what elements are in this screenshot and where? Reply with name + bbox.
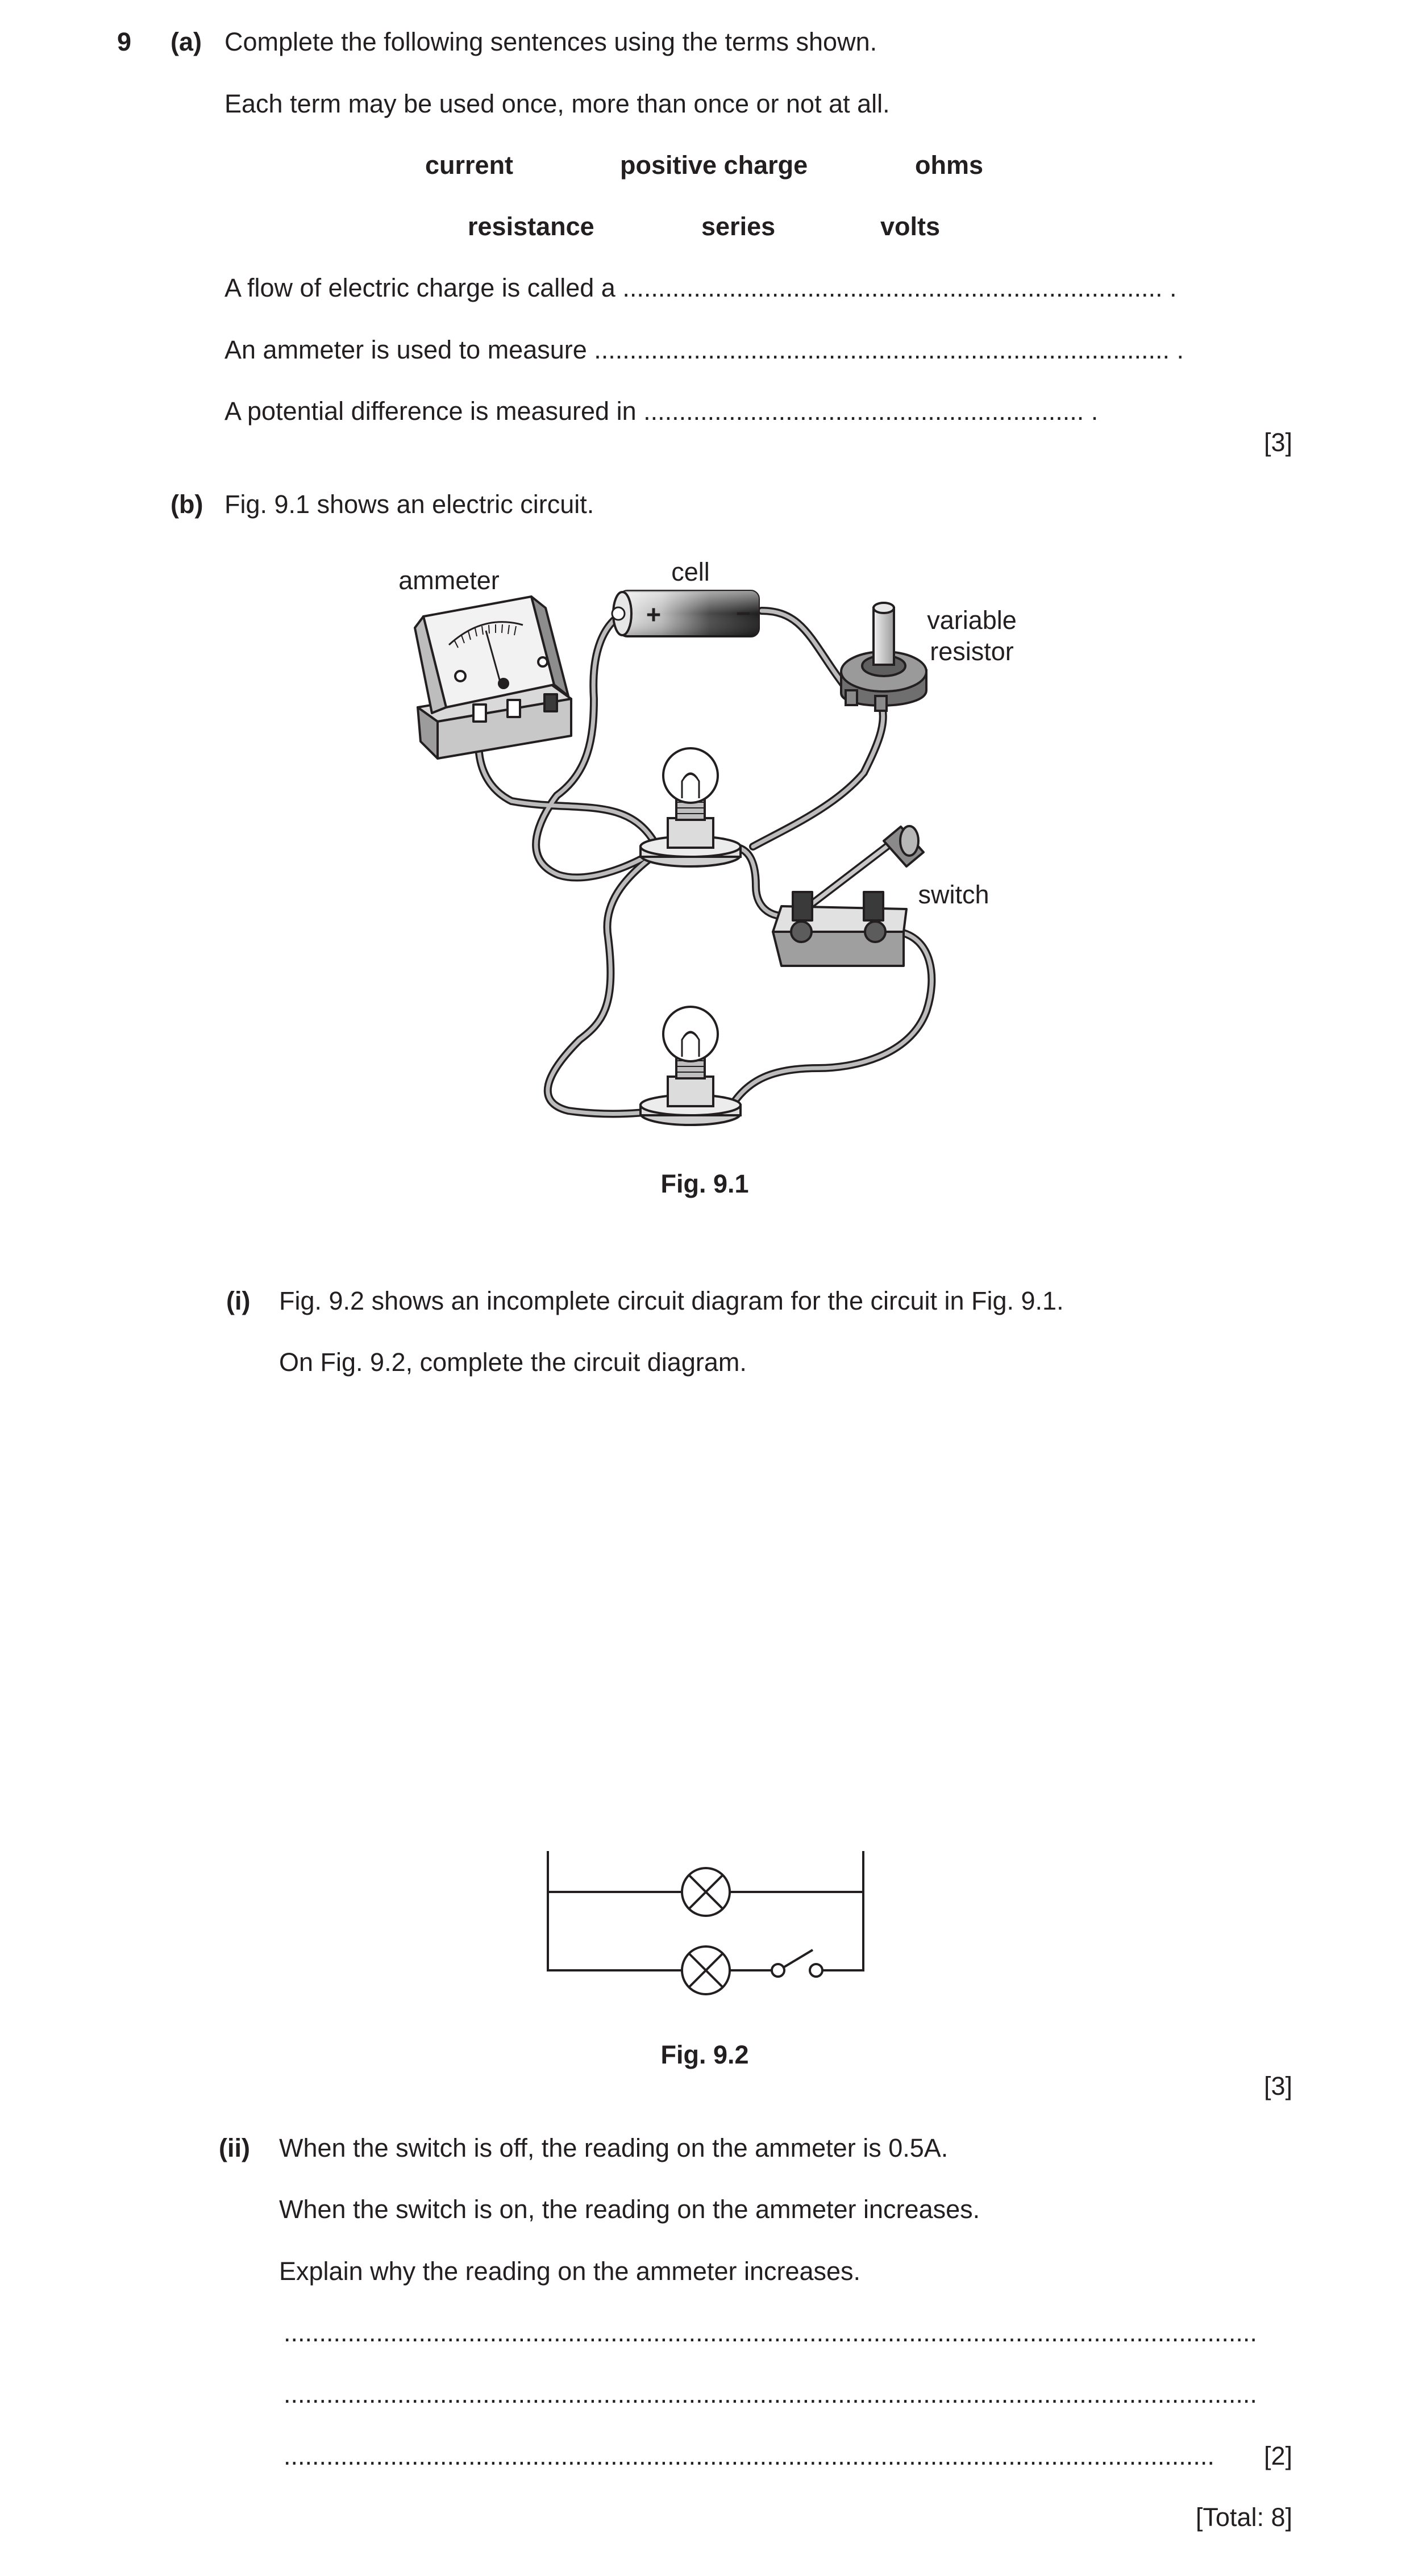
sub-ii-label: (ii) — [219, 2133, 250, 2162]
term-positive-charge: positive charge — [620, 151, 808, 180]
cell-plus-sign: + — [646, 600, 661, 629]
lamp-symbol-2 — [681, 1945, 731, 1995]
ammeter-label: ammeter — [398, 566, 500, 595]
term-current: current — [425, 151, 514, 180]
sub-i-line2: On Fig. 9.2, complete the circuit diagra… — [279, 1348, 747, 1377]
sub-ii-line3: Explain why the reading on the ammeter i… — [279, 2257, 861, 2286]
fig-9-1-caption: Fig. 9.1 — [660, 1169, 749, 1198]
answer-line-3[interactable]: ........................................… — [284, 2441, 1214, 2470]
sub-i-marks: [3] — [1263, 2071, 1292, 2100]
lamp-1-illustration — [639, 747, 742, 868]
term-series: series — [701, 212, 776, 241]
part-a-marks: [3] — [1263, 428, 1292, 457]
sub-ii-marks: [2] — [1263, 2441, 1292, 2470]
term-ohms: ohms — [915, 151, 984, 180]
sub-i-label: (i) — [226, 1286, 251, 1315]
answer-line-1[interactable]: ........................................… — [284, 2318, 1257, 2347]
answer-line-2[interactable]: ........................................… — [284, 2379, 1257, 2408]
fig-9-2-diagram — [547, 1851, 864, 1995]
switch-label: switch — [918, 880, 989, 909]
lamp-symbol-1 — [681, 1867, 731, 1917]
switch-symbol — [771, 1949, 823, 1978]
sub-ii-line2: When the switch is on, the reading on th… — [279, 2195, 980, 2224]
term-volts: volts — [880, 212, 941, 241]
part-a-instruction: Each term may be used once, more than on… — [224, 89, 890, 118]
variable-resistor-illustration — [840, 602, 927, 712]
sentence-2: An ammeter is used to measure ..........… — [224, 335, 1184, 364]
part-a-label: (a) — [170, 27, 202, 56]
part-b-label: (b) — [170, 490, 203, 519]
sentence-3: A potential difference is measured in ..… — [224, 397, 1099, 426]
part-a-intro: Complete the following sentences using t… — [224, 27, 877, 56]
fig-9-1-circuit-illustration: + − — [398, 557, 1017, 1126]
sub-ii-line1: When the switch is off, the reading on t… — [279, 2133, 949, 2162]
part-b-intro: Fig. 9.1 shows an electric circuit. — [224, 490, 594, 519]
cell-illustration: + − — [611, 590, 760, 637]
switch-illustration — [772, 825, 925, 967]
fig-9-2-caption: Fig. 9.2 — [660, 2040, 749, 2069]
term-resistance: resistance — [468, 212, 594, 241]
sentence-1: A flow of electric charge is called a ..… — [224, 273, 1177, 302]
variable-resistor-label-line2: resistor — [930, 637, 1014, 666]
cell-label: cell — [671, 557, 710, 586]
total-marks: [Total: 8] — [1195, 2503, 1292, 2532]
sub-i-line1: Fig. 9.2 shows an incomplete circuit dia… — [279, 1286, 1064, 1315]
variable-resistor-label-line1: variable — [927, 606, 1017, 635]
cell-minus-sign: − — [736, 599, 751, 628]
question-number: 9 — [117, 27, 132, 56]
ammeter-illustration — [414, 595, 572, 760]
lamp-2-illustration — [639, 1006, 742, 1126]
